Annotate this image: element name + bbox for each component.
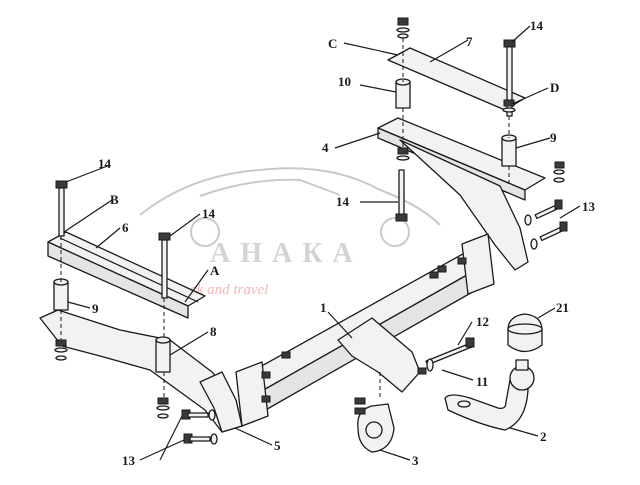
crossbar-left-end-plate	[235, 361, 269, 427]
left-bracket-assembly	[39, 180, 243, 445]
label-13-left: 13	[122, 453, 136, 468]
spacer-8	[155, 339, 171, 373]
socket-bracket-3	[354, 397, 395, 453]
nut-stack-c	[396, 17, 410, 39]
center-plate	[337, 317, 421, 393]
watermark: АНАКА ck and travel	[139, 167, 441, 298]
bolt-14-mid	[161, 239, 168, 299]
bolt-11	[417, 358, 434, 375]
label-9-right: 9	[550, 130, 557, 145]
label-b: B	[110, 192, 119, 207]
label-21: 21	[556, 300, 569, 315]
bolt-14-left	[58, 187, 65, 237]
right-bracket-assembly	[377, 17, 568, 271]
label-3: 3	[412, 453, 419, 468]
label-13-right: 13	[582, 199, 596, 214]
ball-mount-2	[444, 359, 535, 431]
bolt-12	[425, 337, 475, 366]
label-7: 7	[466, 34, 473, 49]
crossbar-1	[235, 233, 495, 427]
label-14-top: 14	[530, 18, 544, 33]
spacer-9-right	[501, 137, 517, 167]
assembly-lines	[60, 38, 510, 398]
spacer-10	[395, 81, 411, 109]
label-c: C	[328, 36, 337, 51]
label-12: 12	[476, 314, 489, 329]
ball-cap-21	[507, 313, 543, 353]
watermark-brand: АНАКА	[210, 238, 363, 269]
bolt-14-center	[398, 169, 405, 216]
label-5: 5	[274, 438, 281, 453]
leader-lines	[63, 25, 581, 461]
label-14-mid: 14	[202, 206, 216, 221]
label-11: 11	[476, 374, 488, 389]
label-6: 6	[122, 220, 129, 235]
label-8: 8	[210, 324, 217, 339]
bracket-5-flange	[199, 371, 243, 433]
spacer-9-left	[53, 281, 69, 311]
label-2: 2	[540, 429, 547, 444]
watermark-tagline: ck and travel	[190, 282, 268, 298]
label-14-left: 14	[98, 156, 112, 171]
label-1: 1	[320, 300, 327, 315]
label-a: A	[210, 263, 220, 278]
label-10: 10	[338, 74, 351, 89]
bracket-4-arm	[399, 139, 529, 271]
label-14-center: 14	[336, 194, 350, 209]
part-labels: C 7 14 10 D 9 4 14 13 14 B 6 14 A 9 8 1 …	[92, 18, 596, 468]
label-4: 4	[322, 140, 329, 155]
nut-stack-d	[502, 99, 516, 113]
bolts-13-left	[181, 409, 218, 445]
crossbar-right-end-plate	[461, 233, 495, 295]
label-d: D	[550, 80, 559, 95]
bolts-13-right	[524, 199, 568, 250]
label-9-left: 9	[92, 301, 99, 316]
